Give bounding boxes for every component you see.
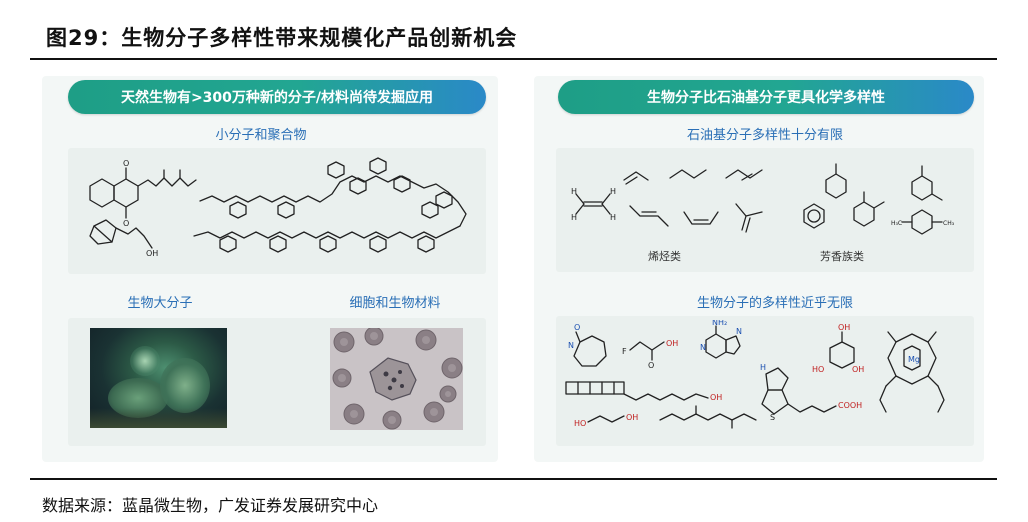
svg-text:OH: OH (626, 413, 638, 422)
svg-text:OH: OH (146, 249, 158, 258)
svg-text:O: O (574, 323, 580, 332)
alkene-structures: H H H H (571, 169, 763, 233)
alkene-caption: 烯烃类 (648, 250, 681, 263)
macromolecule-title: 生物大分子 (127, 296, 193, 311)
svg-text:N: N (568, 341, 574, 350)
svg-text:OH: OH (710, 393, 722, 402)
svg-text:OH: OH (852, 365, 864, 374)
svg-text:H₃C: H₃C (891, 220, 902, 227)
small-molecule-structure: O O OH (89, 159, 197, 258)
small-molecules-box (68, 148, 486, 274)
top-rule (30, 58, 997, 60)
aromatic-structures: H₃C CH₃ (803, 163, 955, 235)
petro-box (556, 148, 974, 272)
svg-text:O: O (123, 159, 129, 168)
aromatic-caption: 芳香族类 (820, 250, 864, 263)
small-molecules-title: 小分子和聚合物 (215, 128, 307, 143)
svg-text:O: O (123, 219, 129, 228)
svg-text:OH: OH (666, 339, 678, 348)
svg-text:N: N (700, 343, 706, 352)
polymer-structure (193, 157, 467, 253)
svg-text:O: O (648, 361, 654, 370)
svg-text:Mg: Mg (908, 355, 920, 364)
svg-text:H: H (610, 213, 616, 222)
bio-molecule-structures: O N F O OH NH₂ N N OH H S COOH OH HO OH … (565, 320, 945, 429)
svg-text:S: S (770, 413, 775, 422)
svg-text:H: H (571, 187, 577, 196)
svg-text:HO: HO (574, 419, 586, 428)
figure-title: 图29：生物分子多样性带来规模化产品创新机会 (46, 26, 518, 50)
macromolecule-image (90, 328, 227, 428)
cells-title: 细胞和生物材料 (349, 296, 441, 311)
svg-text:HO: HO (812, 365, 824, 374)
svg-text:F: F (622, 347, 627, 356)
svg-text:CH₃: CH₃ (943, 220, 955, 227)
svg-text:H: H (571, 213, 577, 222)
svg-text:NH₂: NH₂ (712, 320, 727, 327)
cells-image (330, 328, 463, 430)
svg-text:H: H (760, 363, 766, 372)
bottom-rule (30, 478, 997, 480)
svg-text:COOH: COOH (838, 401, 862, 410)
svg-text:H: H (610, 187, 616, 196)
petro-title: 石油基分子多样性十分有限 (686, 128, 843, 143)
right-panel-header: 生物分子比石油基分子更具化学多样性 (558, 80, 974, 114)
svg-text:N: N (736, 327, 742, 336)
bio-molecules-title: 生物分子的多样性近乎无限 (696, 296, 853, 311)
source-note: 数据来源：蓝晶微生物，广发证券发展研究中心 (42, 496, 379, 515)
left-panel-header: 天然生物有>300万种新的分子/材料尚待发掘应用 (68, 80, 486, 114)
svg-text:OH: OH (838, 323, 850, 332)
